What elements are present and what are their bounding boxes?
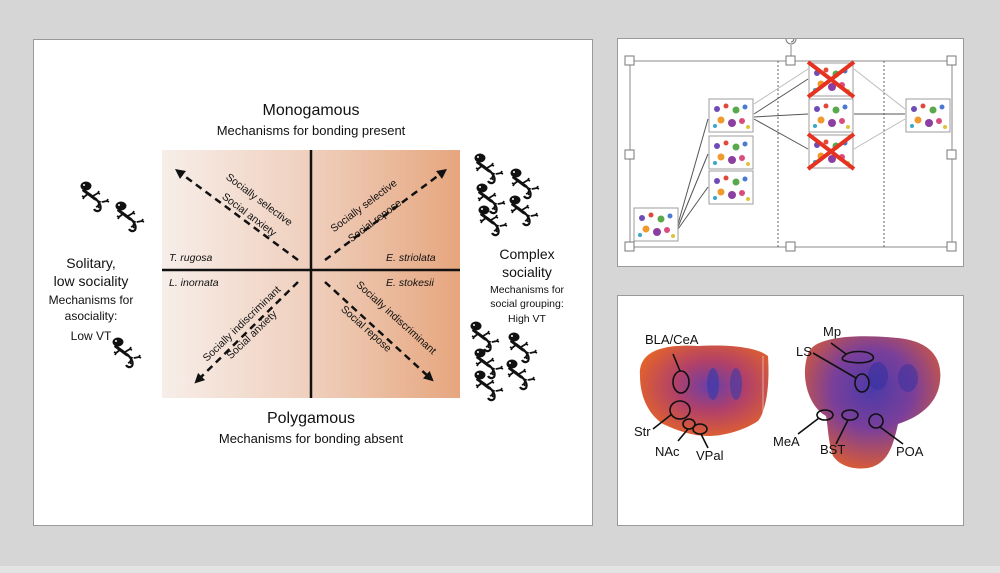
left-sub-1: Mechanisms for [48,293,134,307]
label-mp: Mp [823,324,842,339]
species-l-inornata: L. inornata [169,277,219,289]
brain-section-left [639,345,769,436]
bottom-strip [0,566,1000,573]
resize-handles [624,55,957,252]
species-e-stokesii: E. stokesii [386,277,434,289]
label-ls: LS [796,344,812,359]
left-title-1: Solitary, [66,255,116,271]
brain-slide[interactable]: BLA/CeA Str NAc VPal Mp LS MeA BST POA [617,295,964,526]
gecko-icon [114,200,146,233]
network-node [708,98,754,133]
label-nac: NAc [655,444,680,459]
right-title-1: Complex [499,246,555,262]
gecko-icon [508,194,540,227]
gecko-icon [79,180,111,213]
gecko-icon [477,204,509,237]
label-bla-cea: BLA/CeA [645,332,699,347]
left-sub-2: asociality: [64,309,118,323]
gecko-icon [473,369,505,402]
main-slide[interactable]: Monogamous Mechanisms for bonding presen… [33,39,593,526]
species-e-striolata: E. striolata [386,252,436,264]
arrow-top-right [324,169,448,262]
gecko-icon [469,320,501,353]
brain-sections [639,336,941,469]
network-node [808,98,854,133]
label-bst: BST [820,442,846,457]
quadrant-diagram [79,150,541,402]
label-vpal: VPal [696,448,724,463]
gecko-icon [111,336,143,369]
gecko-icon [473,152,505,185]
species-t-rugosa: T. rugosa [169,252,213,264]
network-node [905,98,951,133]
right-title-2: sociality [502,264,552,280]
gecko-icon [505,358,537,391]
network-diagram[interactable] [618,39,965,268]
network-node [708,135,754,170]
network-node [708,170,754,205]
label-mea: MeA [773,434,800,449]
gecko-icon [509,167,541,200]
left-title-2: low sociality [53,273,129,289]
bottom-title: Polygamous [266,410,356,427]
label-str: Str [634,424,651,439]
top-subtitle: Mechanisms for bonding present [216,123,406,138]
right-sub-1: Mechanisms for [489,284,565,296]
right-sub-3: High VT [508,313,546,325]
top-title: Monogamous [262,102,360,119]
gecko-icon [507,331,539,364]
network-node [633,207,679,242]
right-sub-2: social grouping: [490,298,564,310]
label-poa: POA [896,444,924,459]
left-sub-3: Low VT [70,329,112,343]
bottom-subtitle: Mechanisms for bonding absent [218,431,404,446]
arrow-top-left [174,169,299,262]
network-slide[interactable] [617,38,964,267]
